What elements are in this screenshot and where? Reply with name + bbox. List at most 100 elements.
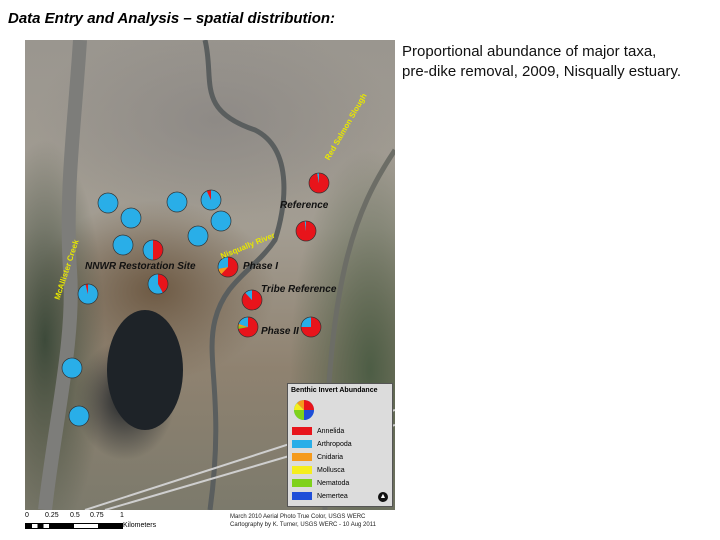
pie-slice-arthropoda bbox=[201, 190, 222, 210]
pie-slice-arthropoda bbox=[304, 221, 306, 231]
map-legend: Benthic Invert Abundance Annelida Arthro… bbox=[287, 383, 393, 507]
pie-slice-arthropoda bbox=[62, 358, 82, 378]
legend-pie-icon bbox=[294, 400, 314, 420]
scale-tick: 0.5 bbox=[70, 512, 80, 519]
pie-r3 bbox=[166, 191, 188, 213]
pie-outline bbox=[217, 256, 239, 278]
pie-slice-arthropoda bbox=[218, 257, 228, 269]
slide-title: Data Entry and Analysis – spatial distri… bbox=[8, 10, 336, 27]
legend-item-mollusca: Mollusca bbox=[292, 466, 345, 474]
pie-outline bbox=[147, 273, 169, 295]
map-caption: Proportional abundance of major taxa, pr… bbox=[402, 42, 720, 82]
site-label-reference: Reference bbox=[280, 200, 329, 211]
site-label-nnwr: NNWR Restoration Site bbox=[85, 261, 196, 272]
pie-r10 bbox=[77, 283, 99, 305]
pie-r2 bbox=[120, 207, 142, 229]
map-credits: March 2010 Aerial Photo True Color, USGS… bbox=[230, 513, 376, 529]
pie-outline bbox=[295, 220, 317, 242]
legend-item-cnidaria: Cnidaria bbox=[292, 453, 343, 461]
pie-outline bbox=[200, 189, 222, 211]
pie-charts bbox=[61, 172, 330, 427]
pond bbox=[107, 310, 183, 430]
legend-swatch bbox=[292, 440, 312, 448]
scale-tick: 0.25 bbox=[45, 512, 59, 519]
pie-slice-arthropoda bbox=[245, 290, 252, 300]
pie-slice-annelida bbox=[158, 274, 168, 293]
pie-outline bbox=[120, 207, 142, 229]
legend-item-nemertea: Nemertea bbox=[292, 492, 348, 500]
pie-outline bbox=[77, 283, 99, 305]
pie-slice-arthropoda bbox=[121, 208, 141, 228]
pie-r1 bbox=[97, 192, 119, 214]
pie-outline bbox=[166, 191, 188, 213]
pie-slice-annelida bbox=[221, 257, 239, 277]
site-label-phase2: Phase II bbox=[261, 326, 299, 337]
pie-r5 bbox=[210, 210, 232, 232]
legend-item-annelida: Annelida bbox=[292, 427, 344, 435]
north-arrow-icon: ▲ bbox=[378, 492, 388, 502]
pie-slice-annelida bbox=[85, 284, 88, 294]
legend-swatch bbox=[292, 479, 312, 487]
pie-slice-arthropoda bbox=[301, 317, 311, 327]
pie-r12 bbox=[68, 405, 90, 427]
caption-line: Proportional abundance of major taxa, bbox=[402, 43, 657, 60]
pie-slice-nematoda bbox=[238, 326, 248, 329]
legend-item-nematoda: Nematoda bbox=[292, 479, 349, 487]
pie-slice-annelida bbox=[238, 317, 258, 337]
pie-outline bbox=[187, 225, 209, 247]
scale-tick: 1 bbox=[120, 512, 124, 519]
pie-ref2 bbox=[295, 220, 317, 242]
pie-p1 bbox=[217, 256, 239, 278]
legend-label: Arthropoda bbox=[317, 440, 352, 448]
pie-outline bbox=[241, 289, 263, 311]
nisqually-river-channel bbox=[202, 40, 287, 510]
pie-slice-arthropoda bbox=[69, 406, 89, 426]
credit-line: Cartography by K. Turner, USGS WERC - 10… bbox=[230, 522, 376, 528]
pie-slice-cnidaria bbox=[218, 267, 228, 275]
pie-r7 bbox=[112, 234, 134, 256]
pie-r9 bbox=[147, 273, 169, 295]
legend-swatch bbox=[292, 453, 312, 461]
pie-slice-arthropoda bbox=[143, 240, 153, 260]
pie-slice-annelida bbox=[206, 190, 211, 200]
pie-r4 bbox=[200, 189, 222, 211]
legend-item-arthropoda: Arthropoda bbox=[292, 440, 352, 448]
map-features bbox=[38, 40, 395, 510]
legend-swatch bbox=[292, 466, 312, 474]
pie-tr bbox=[241, 289, 263, 311]
pie-ref1 bbox=[308, 172, 330, 194]
pie-slice-arthropoda bbox=[211, 211, 231, 231]
pie-r6 bbox=[187, 225, 209, 247]
scale-tick: 0 bbox=[25, 512, 29, 519]
legend-label: Cnidaria bbox=[317, 453, 344, 461]
pie-outline bbox=[142, 239, 164, 261]
pie-slice-arthropoda bbox=[148, 274, 163, 294]
legend-swatch bbox=[292, 427, 312, 435]
pie-slice-arthropoda bbox=[113, 235, 133, 255]
pie-slice-arthropoda bbox=[188, 226, 208, 246]
scale-tick: 0.75 bbox=[90, 512, 104, 519]
pie-slice-arthropoda bbox=[78, 284, 99, 304]
legend-label: Mollusca bbox=[317, 466, 345, 474]
legend-label: Nematoda bbox=[317, 479, 350, 487]
pie-r11 bbox=[61, 357, 83, 379]
site-label-phase1: Phase I bbox=[243, 261, 279, 272]
scale-unit: Kilometers bbox=[123, 522, 157, 529]
pie-slice-arthropoda bbox=[167, 192, 187, 212]
pie-outline bbox=[308, 172, 330, 194]
pie-slice-arthropoda bbox=[98, 193, 118, 213]
legend-label: Annelida bbox=[317, 427, 345, 435]
pie-outline bbox=[68, 405, 90, 427]
pie-r8 bbox=[142, 239, 164, 261]
caption-line: pre-dike removal, 2009, Nisqually estuar… bbox=[402, 63, 682, 80]
pie-slice-cnidaria bbox=[238, 323, 248, 327]
pie-outline bbox=[61, 357, 83, 379]
mcallister-creek-channel bbox=[38, 40, 87, 510]
pie-slice-arthropoda bbox=[317, 173, 319, 183]
pie-outline bbox=[97, 192, 119, 214]
pie-p2a bbox=[237, 316, 259, 338]
legend-swatch bbox=[292, 492, 312, 500]
site-label-tribe: Tribe Reference bbox=[261, 284, 337, 295]
credit-line: March 2010 Aerial Photo True Color, USGS… bbox=[230, 514, 366, 520]
pie-slice-annelida bbox=[153, 240, 163, 260]
